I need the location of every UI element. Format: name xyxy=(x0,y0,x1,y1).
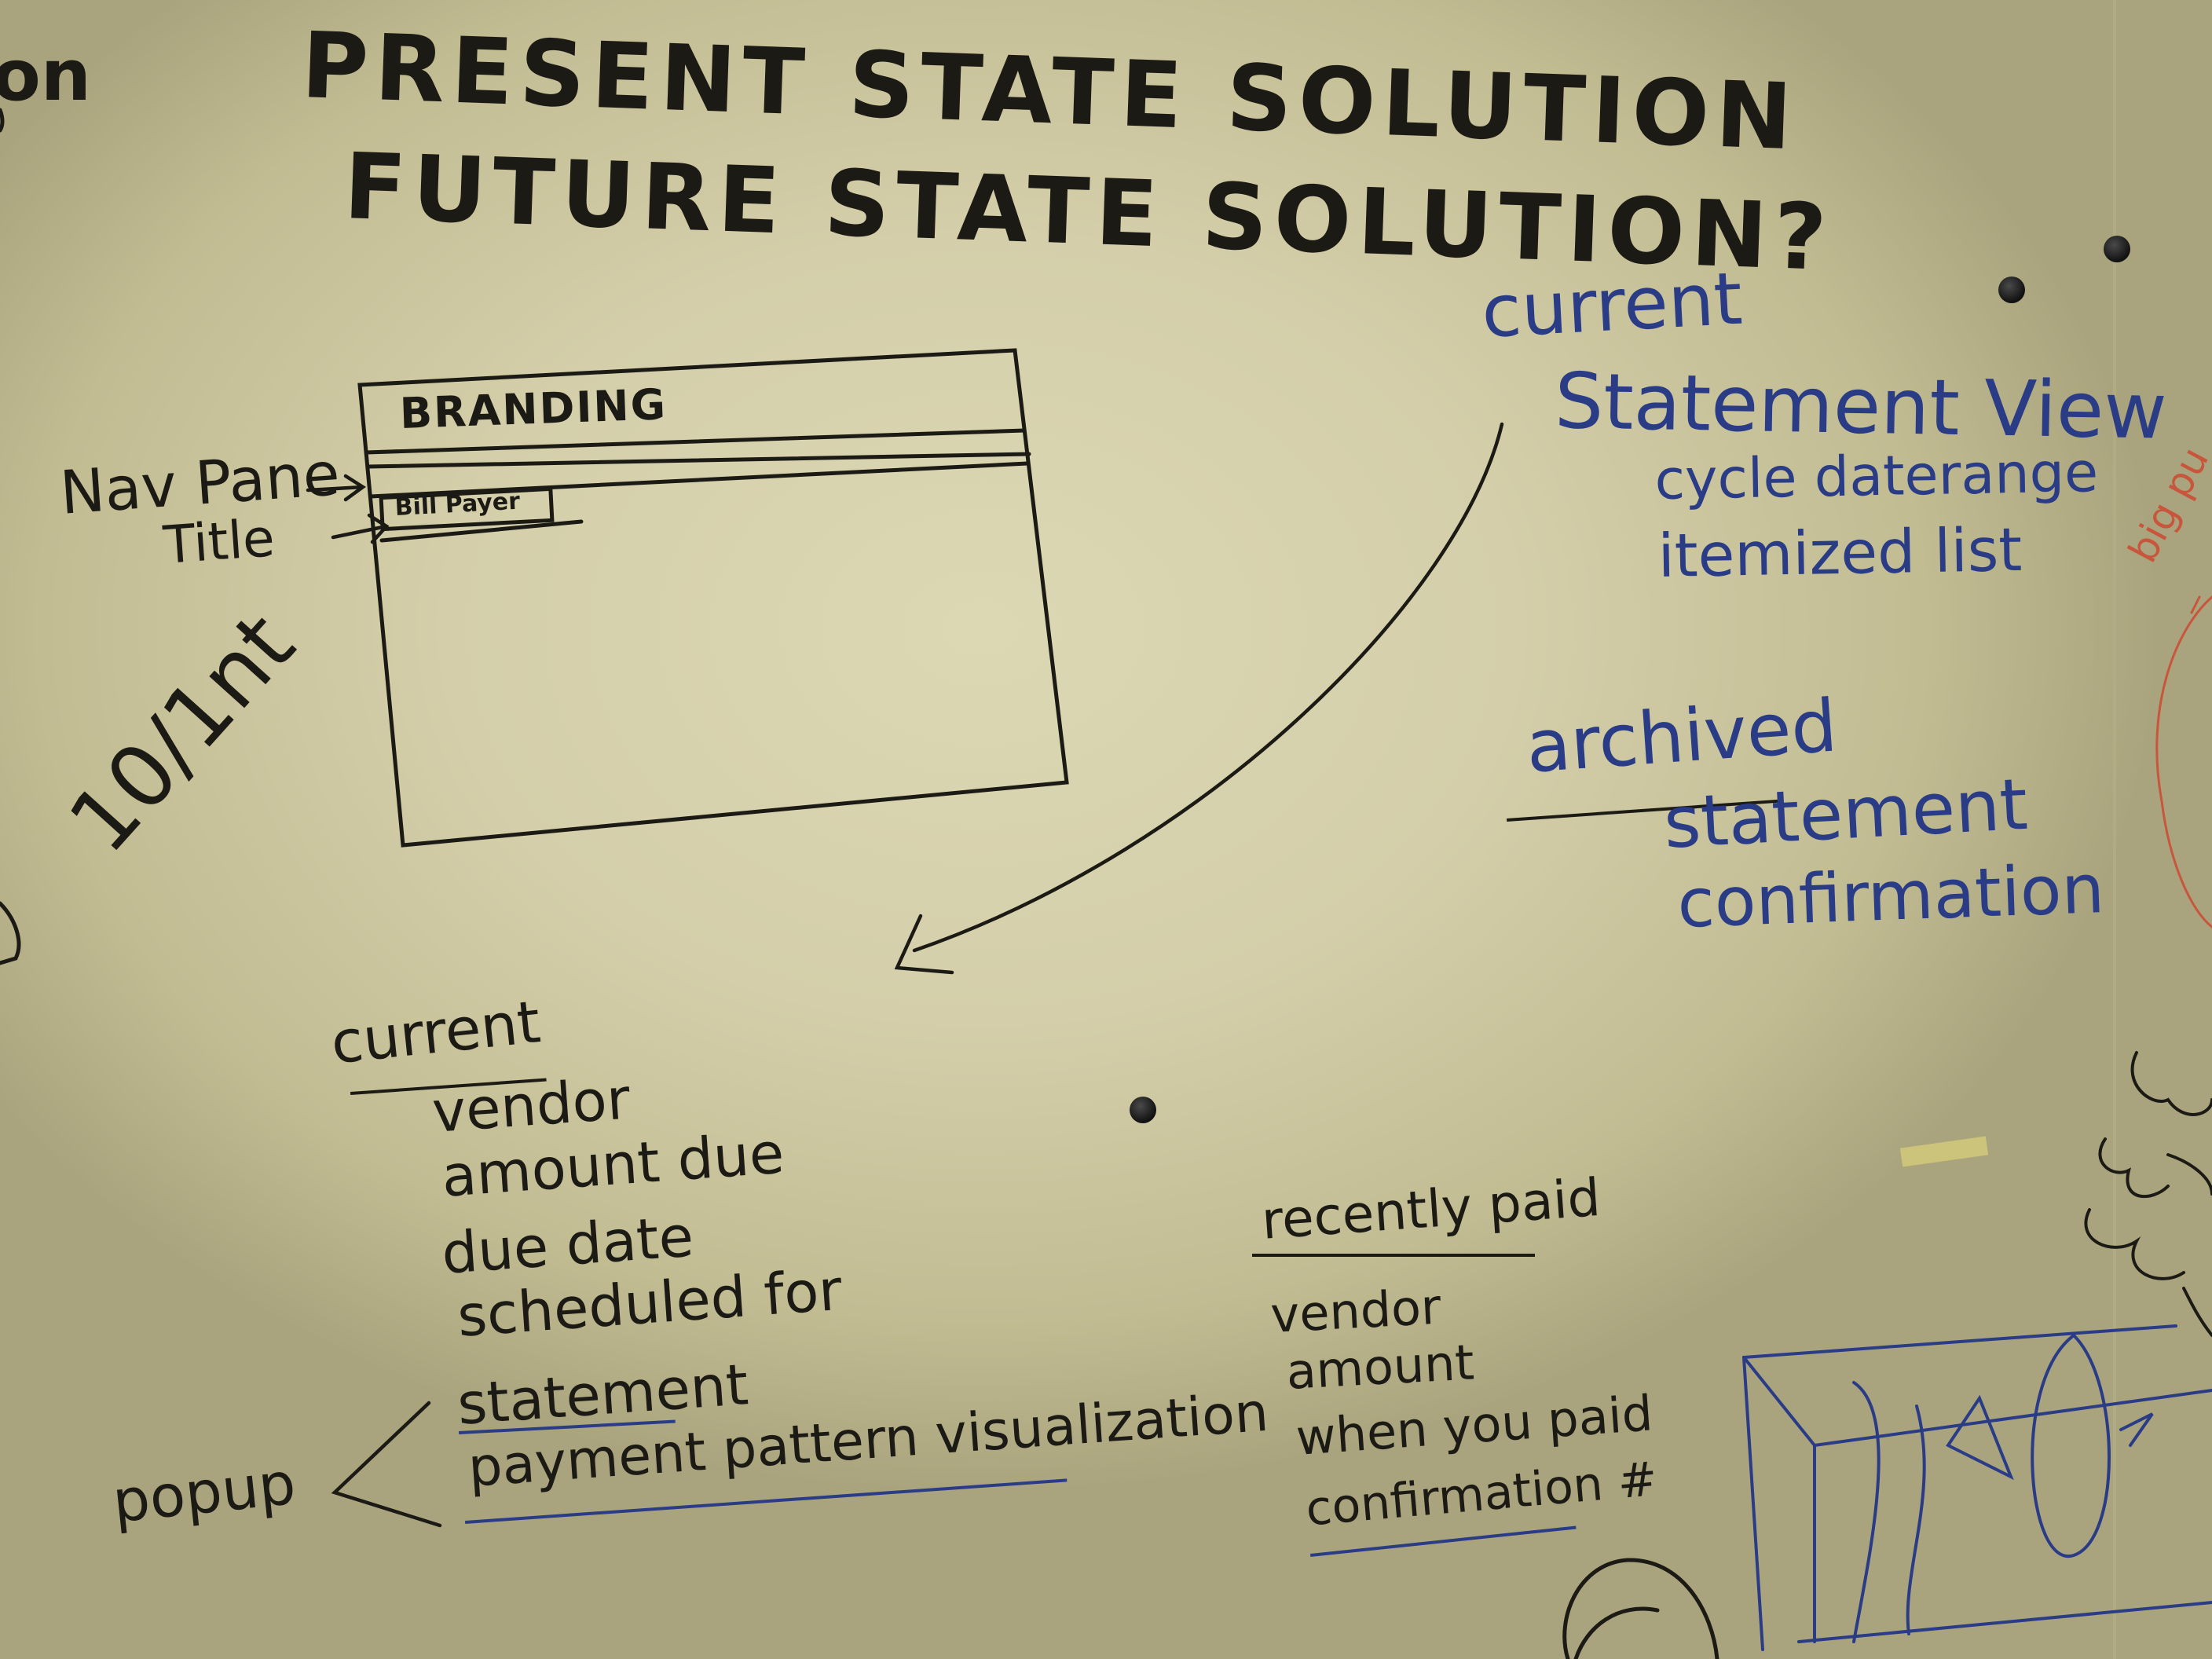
statement-item: cycle daterange xyxy=(1654,440,2099,512)
nav-pane-label: Nav Pane xyxy=(57,438,342,528)
red-marker-sketch xyxy=(2155,595,2212,928)
curved-arrow-head xyxy=(894,914,954,975)
statement-item: itemized list xyxy=(1657,514,2023,591)
archived-heading: archived xyxy=(1523,683,1840,789)
cube-sketch xyxy=(1742,1324,2212,1651)
current-list-item: vendor xyxy=(430,1065,632,1145)
magnet xyxy=(2104,236,2130,262)
nav-pane-arrow xyxy=(306,474,366,502)
left-edge-fragment: on xyxy=(0,35,91,117)
wireframe-outline xyxy=(357,348,1069,848)
recently-paid-item: vendor xyxy=(1269,1277,1443,1344)
left-edge-scribble xyxy=(0,108,21,965)
bill-payer-label: Bill Payer xyxy=(394,487,521,522)
bill-payer-box xyxy=(379,486,555,532)
wireframe-sketch xyxy=(357,348,1069,848)
archived-item: statement xyxy=(1661,763,2030,865)
character-sketch xyxy=(2084,1051,2212,1337)
popup-label: popup xyxy=(109,1449,299,1536)
whiteboard-edge xyxy=(2113,0,2116,1659)
magnet xyxy=(1998,276,2025,303)
magnet xyxy=(1130,1097,1156,1123)
recently-paid-underline xyxy=(1252,1254,1535,1257)
current-heading: current xyxy=(1479,256,1745,354)
popup-bracket xyxy=(331,1401,442,1528)
title-arrow xyxy=(331,513,390,544)
title-underline xyxy=(379,519,584,543)
statement-view-label: Statement View xyxy=(1554,357,2168,457)
branding-divider-top xyxy=(364,428,1027,455)
archived-item: confirmation xyxy=(1675,850,2106,943)
title-label: Title xyxy=(161,507,277,576)
branding-divider-bottom xyxy=(365,452,1031,469)
face-sketch xyxy=(1562,1558,1719,1659)
annotation-arrows xyxy=(306,422,1504,1528)
branding-label: BRANDING xyxy=(398,379,668,438)
recently-paid-item: amount xyxy=(1284,1333,1476,1401)
curved-arrow xyxy=(912,422,1504,953)
